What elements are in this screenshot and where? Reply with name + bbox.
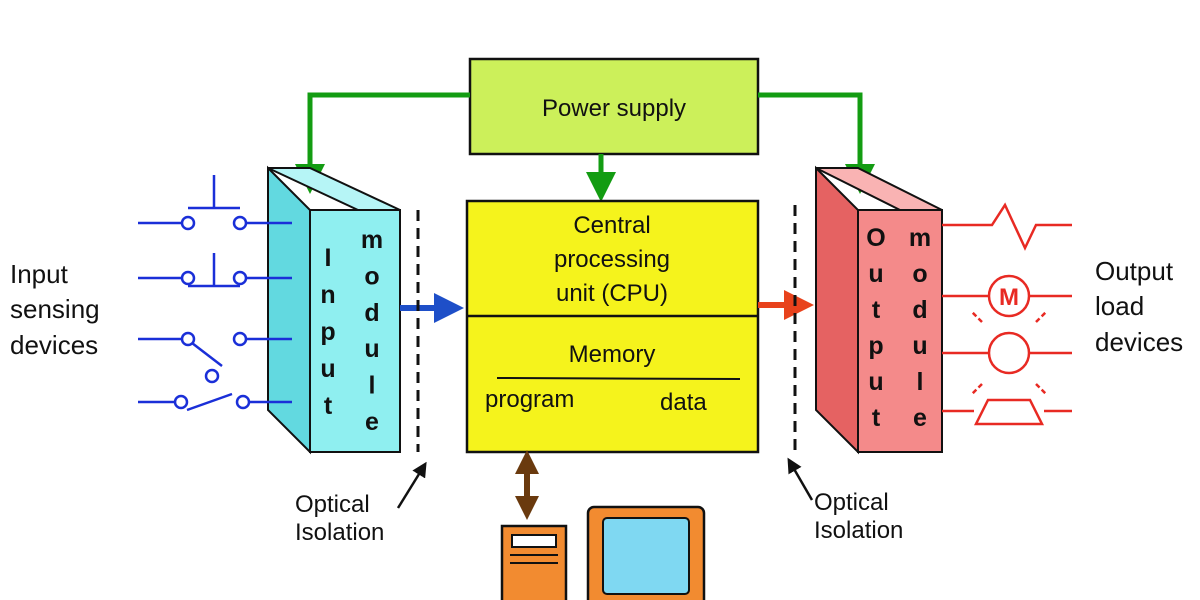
power-supply-label: Power supply	[542, 95, 686, 122]
output-module-side	[815, 165, 859, 455]
input-devices-line-2: sensing	[10, 294, 100, 324]
isolation-right-line-1: Optical	[814, 489, 889, 516]
input-switches	[138, 175, 292, 412]
output-module-front	[857, 209, 943, 453]
input-module-word2-letter-2: d	[364, 299, 379, 327]
output-module-word2-letter-1: o	[912, 260, 927, 288]
lamp-icon	[942, 311, 1072, 395]
power-to-output-arrow	[758, 92, 875, 194]
push-button-nc-switch-icon	[138, 253, 292, 288]
input-module-word1-letter-0: I	[325, 244, 332, 272]
output-module-word1-letter-3: p	[868, 332, 883, 360]
input-module-front	[309, 209, 401, 453]
output-module-word2-letter-5: e	[913, 404, 927, 432]
memory-label: Memory	[569, 341, 656, 368]
input-module-word2-letter-3: u	[364, 335, 379, 363]
power-distribution-arrows	[295, 92, 875, 202]
power-supply-box	[468, 57, 760, 156]
input-module-word1-letter-4: t	[324, 392, 333, 420]
isolation-right-line-2: Isolation	[814, 517, 903, 544]
cpu-label-line-3: unit (CPU)	[556, 280, 668, 307]
heater-resistor-icon	[942, 202, 1072, 251]
input-module-side	[267, 165, 311, 455]
svg-text:M: M	[999, 284, 1019, 311]
output-devices-line-1: Output	[1095, 256, 1174, 286]
output-module-word2-letter-4: l	[917, 368, 924, 396]
isolation-pointer-left	[396, 461, 427, 509]
cpu-block: Central processing unit (CPU) Memory pro…	[465, 199, 760, 454]
input-devices-line-1: Input	[10, 259, 69, 289]
output-devices-line-3: devices	[1095, 327, 1183, 357]
input-module-word1-letter-1: n	[320, 281, 335, 309]
input-module-word2-letter-1: o	[364, 262, 379, 290]
limit-switch-icon	[138, 331, 292, 384]
memory-data-label: data	[660, 389, 707, 416]
output-module-word1-letter-1: u	[868, 260, 883, 288]
power-to-input-arrow	[295, 92, 470, 194]
push-button-no-switch-icon	[138, 175, 292, 231]
output-module-word2-letter-0: m	[909, 224, 931, 252]
input-module-word2-letter-0: m	[361, 226, 383, 254]
output-devices-line-2: load	[1095, 291, 1144, 321]
output-module-word-output: Output	[866, 224, 885, 432]
horn-icon	[942, 398, 1072, 426]
cpu-box	[465, 199, 760, 454]
output-module-word2-letter-3: u	[912, 332, 927, 360]
output-loads: M	[942, 202, 1072, 426]
cpu-label-line-2: processing	[554, 246, 670, 273]
input-module-word-input: Input	[320, 244, 335, 420]
memory-program-label: program	[485, 386, 574, 413]
power-supply-block: Power supply	[468, 57, 760, 156]
output-module-word1-letter-0: O	[866, 224, 885, 252]
output-module-word1-letter-2: t	[872, 296, 881, 324]
isolation-pointer-right	[787, 457, 814, 501]
output-module-word1-letter-5: t	[872, 404, 881, 432]
isolation-left-line-1: Optical	[295, 491, 370, 518]
pressure-switch-icon	[138, 392, 292, 412]
computer-tower-icon	[500, 524, 568, 600]
isolation-left-line-2: Isolation	[295, 519, 384, 546]
input-module-word2-letter-4: l	[369, 372, 376, 400]
input-module-word1-letter-3: u	[320, 355, 335, 383]
output-module-word1-letter-4: u	[868, 368, 883, 396]
computer-monitor-icon	[586, 505, 706, 600]
memory-underline	[496, 377, 741, 380]
input-module-word1-letter-2: p	[320, 318, 335, 346]
output-module-word2-letter-2: d	[912, 296, 927, 324]
input-module-word2-letter-5: e	[365, 408, 379, 436]
input-devices-line-3: devices	[10, 330, 98, 360]
cpu-label-line-1: Central	[573, 212, 650, 239]
motor-icon: M	[942, 274, 1072, 318]
